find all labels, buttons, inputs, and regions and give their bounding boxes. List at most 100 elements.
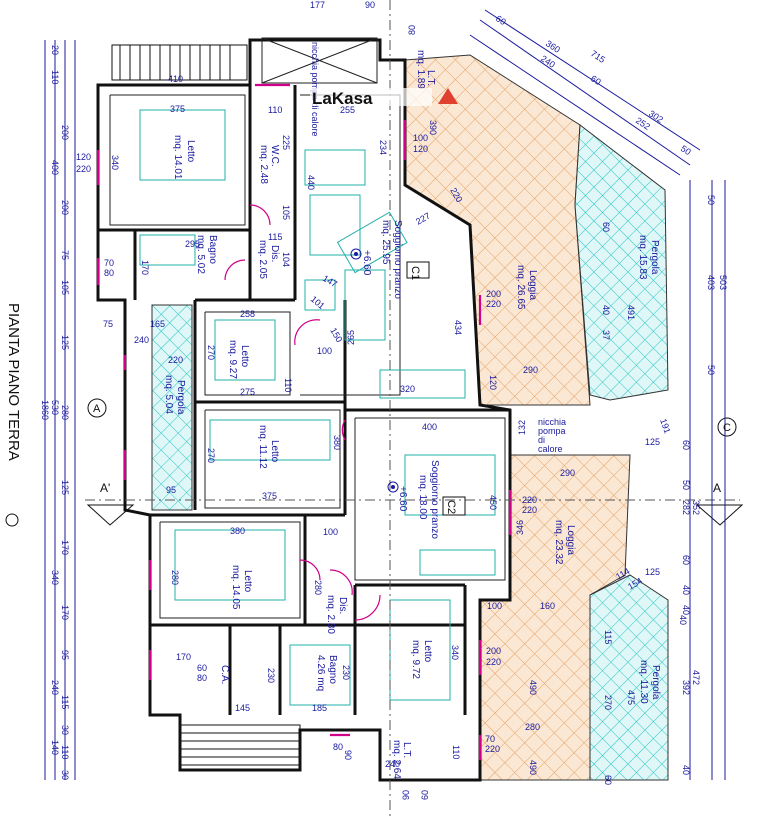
axis-circle-left (87, 398, 107, 418)
svg-text:170: 170 (140, 260, 150, 275)
svg-text:715: 715 (589, 48, 607, 65)
svg-text:280: 280 (313, 580, 323, 595)
svg-text:240: 240 (50, 680, 60, 695)
svg-text:LaKasa: LaKasa (312, 89, 373, 108)
svg-text:40: 40 (601, 305, 611, 315)
svg-text:95: 95 (166, 485, 176, 495)
svg-text:60: 60 (681, 440, 691, 450)
svg-text:220: 220 (486, 657, 501, 667)
svg-text:220: 220 (76, 164, 91, 174)
room-area: mq. 23.32 (553, 520, 564, 565)
svg-text:440: 440 (306, 175, 316, 190)
svg-text:380: 380 (332, 435, 342, 450)
room-name: Dis. (269, 245, 280, 262)
svg-text:50: 50 (681, 480, 691, 490)
pergola-small-hatch (151, 304, 193, 511)
svg-text:60: 60 (420, 790, 430, 800)
svg-text:530: 530 (50, 400, 60, 415)
section-arrow-right (695, 504, 744, 526)
doors (224, 204, 381, 621)
svg-text:110: 110 (451, 745, 461, 759)
room-name: W.C. (269, 145, 280, 167)
svg-text:380: 380 (230, 526, 245, 536)
svg-text:403: 403 (706, 275, 716, 290)
svg-text:20: 20 (50, 45, 60, 55)
svg-text:40: 40 (681, 605, 691, 615)
svg-text:290: 290 (560, 468, 575, 478)
svg-text:258: 258 (240, 309, 255, 319)
svg-text:280: 280 (60, 405, 70, 420)
svg-text:220: 220 (168, 355, 183, 365)
svg-text:101: 101 (309, 294, 327, 311)
svg-text:265: 265 (346, 330, 356, 345)
svg-text:200: 200 (60, 125, 70, 140)
svg-text:503: 503 (718, 275, 728, 290)
svg-text:230: 230 (341, 665, 351, 680)
svg-text:490: 490 (528, 680, 538, 695)
svg-text:352: 352 (691, 500, 701, 515)
svg-text:80: 80 (333, 742, 343, 752)
svg-text:calore: calore (538, 444, 563, 454)
room-name: Letto (239, 345, 250, 368)
section-label-left: A' (100, 481, 110, 495)
room-area: mq. 14.05 (230, 565, 241, 610)
room-name: Loggia (565, 525, 576, 555)
svg-text:125: 125 (645, 437, 660, 447)
svg-text:120: 120 (488, 375, 498, 390)
svg-text:40: 40 (681, 585, 691, 595)
dim-lines-right (689, 180, 726, 780)
svg-text:170: 170 (60, 540, 70, 555)
svg-text:392: 392 (681, 680, 691, 695)
svg-text:115: 115 (268, 232, 282, 242)
svg-text:37: 37 (601, 330, 611, 340)
room-name: Bagno (327, 655, 338, 684)
svg-text:200: 200 (486, 289, 501, 299)
svg-text:75: 75 (60, 250, 70, 260)
room-area: mq. 2.80 (325, 595, 336, 634)
svg-text:145: 145 (235, 703, 250, 713)
room-area: mq. 2.48 (258, 145, 269, 184)
svg-text:80: 80 (197, 673, 207, 683)
svg-text:234: 234 (378, 140, 388, 155)
dim-lines-left (44, 40, 76, 780)
svg-text:170: 170 (60, 605, 70, 620)
svg-text:90: 90 (401, 790, 411, 800)
dimension-labels-left: 110 200 400 200 75 105 125 280 530 1860 … (40, 45, 70, 780)
svg-text:390: 390 (428, 120, 438, 135)
svg-text:147: 147 (321, 273, 339, 289)
svg-text:170: 170 (176, 652, 191, 662)
svg-text:90: 90 (343, 750, 353, 760)
svg-text:C2: C2 (445, 500, 457, 514)
dimension-labels-right: 50 503 403 50 60 125 50 352 282 60 125 4… (645, 195, 728, 775)
svg-text:165: 165 (150, 319, 165, 329)
svg-text:60: 60 (603, 775, 613, 785)
room-name: Soggiorno pranzo (392, 220, 403, 299)
room-area: mq. 15.83 (637, 235, 648, 280)
svg-text:200: 200 (60, 200, 70, 215)
svg-text:270: 270 (206, 448, 216, 463)
room-area: mq. 1.89 (415, 50, 426, 89)
svg-text:255: 255 (340, 105, 355, 115)
svg-text:400: 400 (50, 160, 60, 175)
svg-text:220: 220 (486, 299, 501, 309)
section-label-right: A (713, 481, 721, 495)
svg-text:220: 220 (522, 505, 537, 515)
dim-lines-diagonal (469, 9, 701, 176)
room-area: mq. 9.27 (227, 340, 238, 379)
svg-text:295: 295 (185, 239, 200, 249)
room-name: Letto (242, 570, 253, 593)
outer-wall (96, 38, 512, 782)
room-area: mq. 5.02 (195, 235, 206, 274)
svg-text:400: 400 (422, 422, 437, 432)
svg-text:110: 110 (50, 70, 60, 84)
svg-text:340: 340 (50, 570, 60, 585)
svg-text:40: 40 (678, 615, 688, 625)
c1-marker: C1 (406, 261, 430, 280)
room-name: Pergola (649, 240, 660, 275)
svg-text:475: 475 (626, 690, 636, 705)
svg-text:225: 225 (281, 135, 291, 150)
stairs-top (111, 44, 248, 81)
interior-walls (98, 85, 510, 715)
room-area: mq. 5.04 (163, 375, 174, 414)
